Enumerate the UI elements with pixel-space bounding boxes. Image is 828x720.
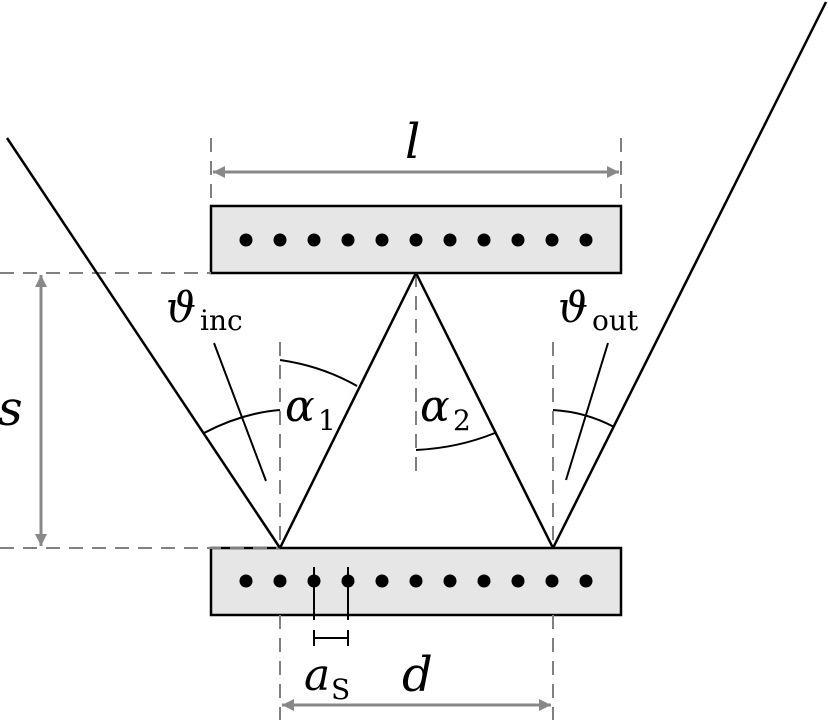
label-pointers <box>213 342 609 482</box>
atom-dot <box>273 574 287 588</box>
atom-dot <box>443 233 457 247</box>
atom-dot <box>239 233 253 247</box>
top-plate <box>209 204 623 275</box>
dashed-guides <box>0 138 622 720</box>
atom-dot <box>409 233 423 247</box>
svg-text:inc: inc <box>200 304 243 337</box>
atom-dot <box>545 233 559 247</box>
svg-text:α: α <box>420 381 450 432</box>
label-theta-out: ϑ out <box>558 283 639 337</box>
atom-dot <box>239 574 253 588</box>
label-s: s <box>0 381 23 437</box>
atom-dot <box>579 233 593 247</box>
svg-text:2: 2 <box>453 404 471 437</box>
atom-dot <box>341 233 355 247</box>
atom-dot <box>511 233 525 247</box>
atom-dot <box>579 574 593 588</box>
label-a-s: a S <box>304 650 350 706</box>
atom-dot <box>375 574 389 588</box>
atom-dot <box>545 574 559 588</box>
atom-dot <box>477 233 491 247</box>
label-l: l <box>405 114 420 170</box>
svg-text:S: S <box>331 673 350 706</box>
reflection-down <box>414 272 555 549</box>
label-d: d <box>402 647 433 703</box>
atom-dot <box>443 574 457 588</box>
atom-dot <box>307 233 321 247</box>
svg-text:α: α <box>285 381 315 432</box>
lattice-spacing-marker <box>313 567 349 646</box>
label-alpha2: α 2 <box>420 381 471 437</box>
bottom-plate <box>209 546 623 617</box>
pointer-theta-out <box>565 342 609 481</box>
dimension-arrows <box>35 166 619 711</box>
atom-dot <box>375 233 389 247</box>
atom-dot <box>273 233 287 247</box>
top-plate-atoms <box>239 233 593 247</box>
arc-theta-out <box>552 409 615 428</box>
pointer-theta-inc <box>213 342 267 482</box>
label-alpha1: α 1 <box>285 381 336 437</box>
atom-dot <box>409 574 423 588</box>
label-theta-inc: ϑ inc <box>166 283 243 337</box>
svg-text:a: a <box>304 650 330 701</box>
arc-theta-inc <box>203 409 281 434</box>
beam-path <box>5 1 828 549</box>
svg-text:ϑ: ϑ <box>166 283 196 332</box>
incident-beam <box>5 137 282 549</box>
outgoing-beam <box>551 1 828 549</box>
atom-dot <box>511 574 525 588</box>
svg-text:out: out <box>592 304 639 337</box>
reflection-up <box>278 272 418 549</box>
arc-alpha2 <box>415 432 496 451</box>
arc-alpha1 <box>279 359 358 387</box>
svg-text:1: 1 <box>318 404 336 437</box>
atom-dot <box>477 574 491 588</box>
svg-text:ϑ: ϑ <box>558 283 588 332</box>
